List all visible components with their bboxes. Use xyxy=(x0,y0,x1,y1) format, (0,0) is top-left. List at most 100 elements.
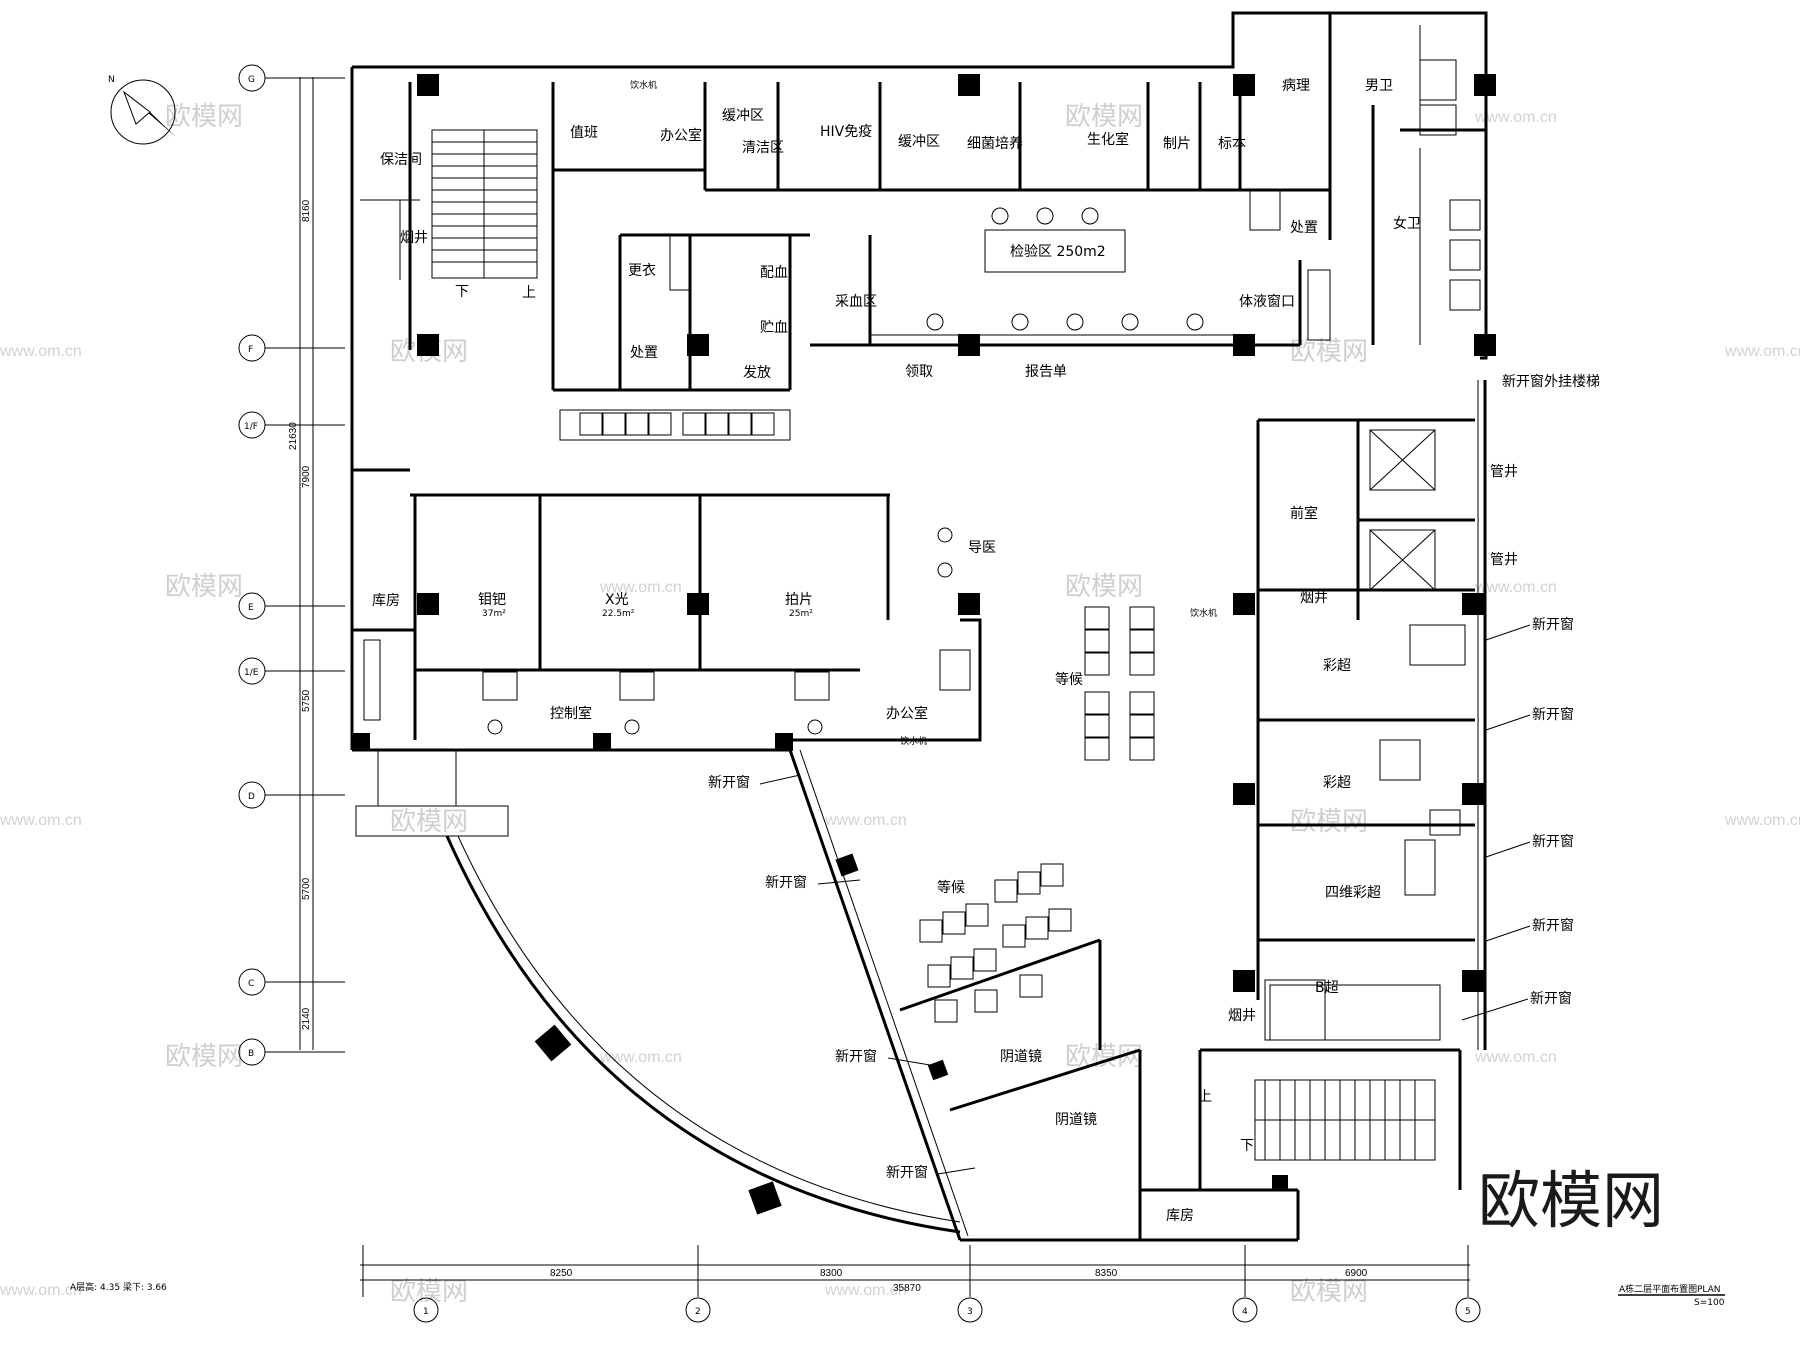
dimension-label: 7900 xyxy=(301,465,312,488)
stair-label: 上 xyxy=(522,285,536,301)
drawing-scale: S=100 xyxy=(1694,1298,1725,1308)
room-label: 阴道镜 xyxy=(1000,1049,1042,1065)
room-label: 缓冲区 xyxy=(722,108,764,124)
room-label: 办公室 xyxy=(886,705,928,722)
dimension-label: 5700 xyxy=(301,877,312,900)
room-label: 保洁间 xyxy=(380,152,422,168)
room-label: 烟井 xyxy=(1228,1008,1256,1024)
window-label: 新开窗 xyxy=(1530,990,1572,1007)
axis-label: 2 xyxy=(695,1307,701,1317)
watermark-url: www.om.cn xyxy=(1474,579,1557,596)
watermark-text: 欧模网 xyxy=(1065,102,1143,132)
drawing-title: A栋二层平面布置图 xyxy=(1619,1283,1697,1295)
room-label: 饮水机 xyxy=(1190,607,1217,619)
stair-label: 下 xyxy=(455,284,469,300)
room-label: 烟井 xyxy=(400,230,428,246)
room-label: 饮水机 xyxy=(900,735,927,747)
room-label: 报告单 xyxy=(1025,364,1067,380)
window-annotations: 新开窗 新开窗 新开窗 新开窗 新开窗 新开窗 新开窗 新开窗 新开窗 xyxy=(708,616,1574,1181)
room-label: 导医 xyxy=(968,540,996,556)
room-label: 病理 xyxy=(1282,78,1310,94)
structural-columns xyxy=(352,74,1496,1215)
axis-label: 1 xyxy=(423,1307,429,1317)
left-axis-grid: G F 1/F E 1/E D C B 8160 7900 5750 5700 … xyxy=(238,64,345,1066)
dimension-label: 8300 xyxy=(820,1268,843,1279)
dimension-label: 6900 xyxy=(1345,1268,1368,1279)
room-label: 饮水机 xyxy=(630,79,657,91)
room-label: 四维彩超 xyxy=(1325,885,1381,901)
room-label: 生化室 xyxy=(1087,131,1129,148)
room-label: 钼钯 xyxy=(478,592,506,608)
window-label: 新开窗 xyxy=(835,1048,877,1065)
room-label: 男卫 xyxy=(1365,78,1393,94)
window-label: 新开窗 xyxy=(1532,917,1574,934)
room-label: 采血区 xyxy=(835,294,877,310)
axis-label: C xyxy=(248,979,254,989)
window-label: 新开窗 xyxy=(1532,706,1574,723)
room-area: 37m² xyxy=(482,609,506,619)
radiology-partitions xyxy=(352,468,982,742)
watermark-text: 欧模网 xyxy=(1065,572,1143,602)
room-label: X光 xyxy=(605,592,629,608)
dimension-total: 35870 xyxy=(893,1283,921,1294)
axis-label: B xyxy=(248,1049,254,1059)
brand-logo-text: 欧模网 xyxy=(1478,1164,1664,1237)
room-label: 拍片 xyxy=(785,592,813,608)
room-area: 25m² xyxy=(789,609,813,619)
watermark-url: www.om.cn xyxy=(824,1282,907,1299)
stair-label: 上 xyxy=(1198,1089,1212,1105)
watermark-url: www.om.cn xyxy=(0,1282,82,1299)
room-label: 贮血 xyxy=(760,320,788,336)
room-label: 前室 xyxy=(1290,505,1318,522)
watermark-text: 欧模网 xyxy=(1290,337,1368,367)
axis-label: 3 xyxy=(967,1307,973,1317)
room-label: 领取 xyxy=(905,364,933,380)
window-label: 新开窗 xyxy=(1532,616,1574,633)
room-label: B超 xyxy=(1315,980,1339,996)
axis-label: D xyxy=(248,792,255,802)
room-area: 22.5m² xyxy=(602,609,635,619)
axis-label: 4 xyxy=(1242,1307,1248,1317)
axis-label: G xyxy=(248,75,255,85)
watermark-text: 欧模网 xyxy=(165,572,243,602)
watermark-text: 欧模网 xyxy=(1290,807,1368,837)
bottom-axis-grid: 1 2 3 4 5 8250 8300 8350 6900 35870 A层高:… xyxy=(70,1245,1481,1323)
drawing-title-suffix: PLAN xyxy=(1697,1285,1721,1295)
room-labels: 保洁间 烟井 值班 办公室 饮水机 缓冲区 清洁区 HIV免疫 缓冲区 细菌培养… xyxy=(372,78,1600,1224)
room-label: 新开窗外挂楼梯 xyxy=(1502,373,1600,390)
room-label: 处置 xyxy=(630,345,658,361)
axis-label: 5 xyxy=(1465,1307,1471,1317)
dimension-label: 2140 xyxy=(301,1007,312,1030)
room-label: 值班 xyxy=(570,125,598,141)
axis-label: F xyxy=(248,345,253,355)
north-arrow: N xyxy=(108,75,176,145)
room-label: 烟井 xyxy=(1300,590,1328,606)
room-label: 检验区 250m2 xyxy=(1010,244,1106,260)
room-label: 配血 xyxy=(760,265,788,281)
window-label: 新开窗 xyxy=(765,874,807,891)
dimension-total: 21630 xyxy=(288,422,299,450)
window-label: 新开窗 xyxy=(708,774,750,791)
floor-height-note: A层高: 4.35 梁下: 3.66 xyxy=(70,1281,167,1293)
room-label: 等候 xyxy=(1055,671,1083,688)
room-label: 细菌培养 xyxy=(967,136,1023,152)
watermark-url: www.om.cn xyxy=(599,579,682,596)
watermark-url: www.om.cn xyxy=(1474,109,1557,126)
room-label: 发放 xyxy=(743,365,771,381)
room-label: 管井 xyxy=(1490,552,1518,568)
watermark-text: 欧模网 xyxy=(1065,1042,1143,1072)
room-label: 控制室 xyxy=(550,705,592,722)
gynecology-partitions xyxy=(899,938,1142,1240)
window-label: 新开窗 xyxy=(886,1164,928,1181)
room-label: 办公室 xyxy=(660,127,702,144)
room-label: 处置 xyxy=(1290,220,1318,236)
exterior-walls xyxy=(350,11,1488,1242)
dimension-label: 5750 xyxy=(301,689,312,712)
title-block: 欧模网 A栋二层平面布置图 PLAN S=100 xyxy=(1478,1164,1725,1308)
dimension-label: 8350 xyxy=(1095,1268,1118,1279)
room-label: 彩超 xyxy=(1323,775,1351,791)
right-block-partitions xyxy=(1138,418,1475,1192)
room-label: 体液窗口 xyxy=(1239,293,1295,310)
room-label: 等候 xyxy=(937,879,965,896)
room-label: 更衣 xyxy=(628,263,656,279)
